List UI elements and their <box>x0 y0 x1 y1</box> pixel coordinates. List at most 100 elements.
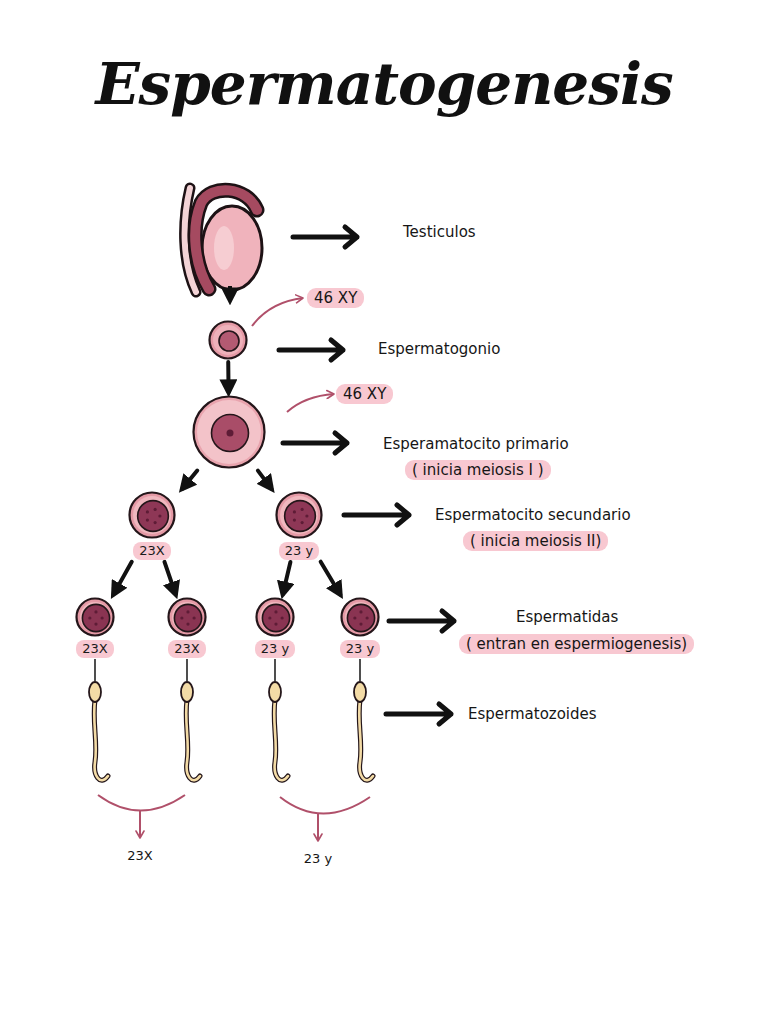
cell-cytoplasm <box>133 496 171 534</box>
down-arrow <box>228 286 232 300</box>
sperm-tail-outline <box>274 700 288 780</box>
leader-line <box>94 659 96 681</box>
cell-nucleus <box>219 331 239 351</box>
division-arrow <box>283 562 291 594</box>
leader-line <box>274 659 276 681</box>
chromatin-dot <box>301 508 304 511</box>
cell-membrane <box>169 599 206 636</box>
cell-nucleus <box>174 604 201 631</box>
cell-nucleus <box>82 604 109 631</box>
cell-nucleus <box>138 501 169 532</box>
sperm-tail <box>186 700 200 780</box>
chromatin-dot <box>186 623 189 626</box>
chromosome-label: 46 XY <box>307 288 364 308</box>
chromatin-dot <box>359 610 362 613</box>
sperm-head <box>269 682 281 702</box>
sperm-cell <box>181 682 200 780</box>
epididymis-outline <box>195 190 257 289</box>
stage-label: Espermatocito secundario <box>435 505 631 525</box>
chromatin-dot <box>158 514 161 517</box>
cell-nucleus <box>285 501 316 532</box>
chromatin-dot <box>281 616 284 619</box>
cell-cytoplasm <box>213 325 243 355</box>
chromatin-dot <box>293 518 296 521</box>
cell-nucleus <box>212 415 249 452</box>
cell-outline <box>75 597 115 637</box>
cell-outline <box>208 320 248 360</box>
cell-membrane <box>77 599 114 636</box>
cell-membrane <box>210 322 247 359</box>
cell-cytoplasm <box>172 602 202 632</box>
sperm-head <box>354 682 366 702</box>
cell-outline <box>128 491 176 539</box>
chromosome-label: 23 y <box>279 542 319 560</box>
cell-node: 46 XY <box>192 395 266 469</box>
sperm-tail-outline <box>94 700 108 780</box>
pointer-arrow <box>283 433 347 453</box>
division-arrow <box>226 362 230 392</box>
cell-cytoplasm <box>260 602 290 632</box>
sperm-tail <box>274 700 288 780</box>
sperm-cell <box>269 682 288 780</box>
chromatin-dot <box>274 610 277 613</box>
cell-node: 23 y <box>262 491 336 560</box>
spermatozoa <box>89 682 373 780</box>
pointer-arrow <box>344 505 409 525</box>
cell-cytoplasm <box>280 496 318 534</box>
cell-node: 23 y <box>242 597 308 658</box>
stage-label: Testiculos <box>403 222 476 242</box>
division-arrow <box>164 562 175 594</box>
stage-label: 23 y <box>304 849 332 869</box>
note-highlight: ( inicia meiosis I ) <box>405 460 551 480</box>
testis-highlight <box>214 226 234 270</box>
cell-cytoplasm <box>80 602 110 632</box>
cell-membrane <box>257 599 294 636</box>
sperm-cell <box>354 682 373 780</box>
chromatin-dot <box>154 521 157 524</box>
note-highlight: ( entran en espermiogenesis) <box>459 634 694 654</box>
cell-node: 23X <box>154 597 220 658</box>
chromosome-label: 23X <box>76 640 113 658</box>
chromatin-dot <box>180 616 183 619</box>
chromatin-dot <box>154 508 157 511</box>
spermiogenesis-lines <box>95 659 360 681</box>
pointer-arrow <box>287 394 334 412</box>
division-arrow <box>321 562 341 595</box>
chromosome-label: 23 y <box>340 640 380 658</box>
chromatin-dot <box>305 514 308 517</box>
chromatin-dot <box>146 510 149 513</box>
bracket-arrow <box>139 811 141 838</box>
pointer-arrow <box>389 611 454 631</box>
chromatin-dot <box>293 510 296 513</box>
cell-outline <box>275 491 323 539</box>
cell-outline <box>167 597 207 637</box>
cell-outline <box>192 395 266 469</box>
chromatin-dot <box>227 430 234 437</box>
division-arrow <box>258 471 271 489</box>
chromatin-dot <box>274 623 277 626</box>
chromatin-dot <box>268 616 271 619</box>
sperm-tail <box>94 700 108 780</box>
cell-node: 46 XY <box>208 320 248 360</box>
cell-cytoplasm <box>345 602 375 632</box>
stage-label: Esperamatocito primario <box>383 434 569 454</box>
cell-node: 23X <box>62 597 128 658</box>
chromatin-dot <box>359 623 362 626</box>
cell-node: 23 y <box>327 597 393 658</box>
cell-membrane <box>277 493 322 538</box>
chromatin-dot <box>353 616 356 619</box>
testicle-illustration <box>185 188 262 292</box>
division-arrow <box>182 471 197 489</box>
chromosome-label: 23X <box>168 640 205 658</box>
chromatin-dot <box>101 616 104 619</box>
chromatin-dot <box>88 616 91 619</box>
cell-membrane <box>342 599 379 636</box>
cell-membrane <box>194 397 265 468</box>
chromatin-dot <box>94 623 97 626</box>
chromatin-dot <box>193 616 196 619</box>
chromatin-dot <box>146 518 149 521</box>
pointer-arrow <box>252 298 303 326</box>
chromosome-label: 23X <box>133 542 170 560</box>
bracket <box>280 797 370 814</box>
